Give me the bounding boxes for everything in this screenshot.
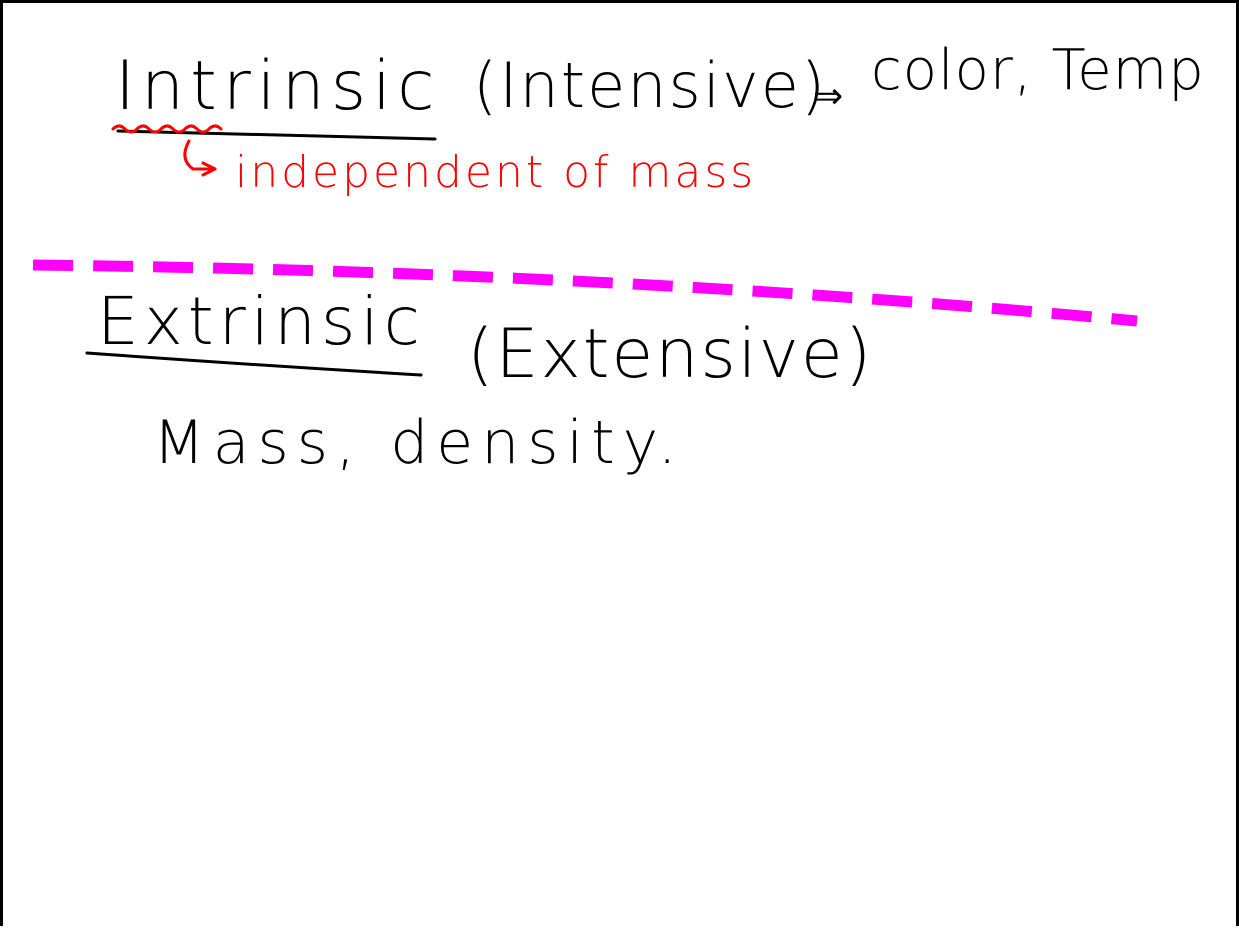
extrinsic-term: Extrinsic: [97, 283, 425, 360]
intrinsic-annotation: independent of mass: [235, 147, 757, 198]
intrinsic-examples: color, Temp: [871, 38, 1205, 103]
extrinsic-underline: [85, 351, 423, 377]
intensive-synonym: (Intensive): [473, 49, 828, 122]
extensive-synonym: (Extensive): [467, 315, 874, 394]
implies-arrow-icon: ⇒: [813, 76, 844, 117]
red-squiggle-underline: [111, 124, 223, 134]
extrinsic-examples: Mass, density.: [153, 408, 685, 478]
intrinsic-term: Intrinsic: [115, 47, 441, 126]
intrinsic-underline: [116, 129, 437, 141]
ink-strokes-layer: [32, 124, 1138, 377]
red-hook-arrow-icon: [183, 139, 217, 177]
magenta-dashed-divider: [32, 259, 1138, 327]
